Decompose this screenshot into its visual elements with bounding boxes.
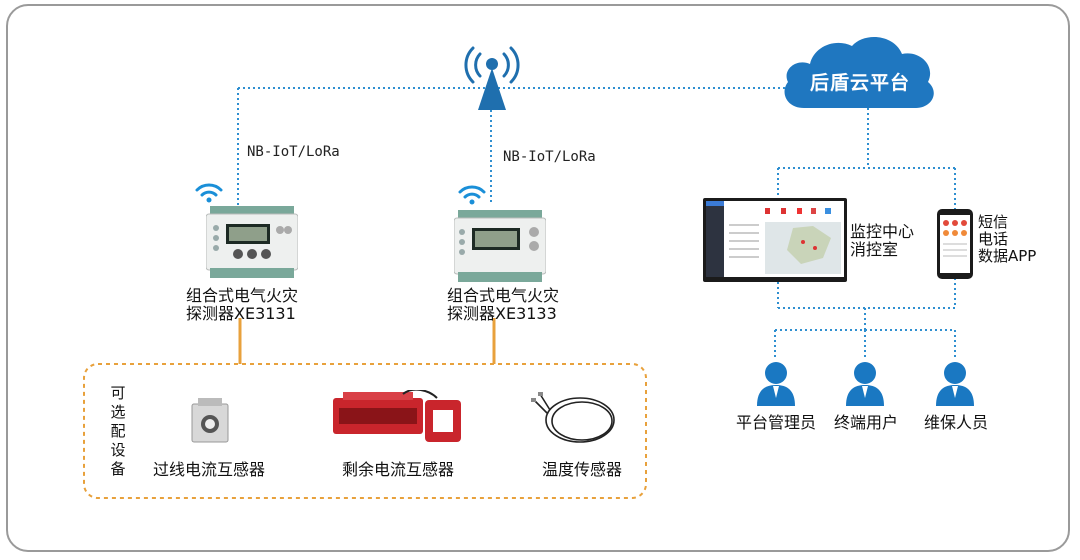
monitor-center-label: 监控中心 消控室	[850, 222, 915, 259]
through-line-ct-label: 过线电流互感器	[153, 460, 266, 479]
end-user-label: 终端用户	[833, 413, 898, 432]
antenna-tower-icon	[464, 46, 520, 110]
monitor-screen-icon	[703, 198, 847, 282]
maintenance-staff-label: 维保人员	[923, 413, 988, 432]
right-protocol-label: NB-IoT/LoRa	[503, 149, 596, 165]
person-icon	[757, 362, 795, 406]
person-icon	[936, 362, 974, 406]
left-protocol-label: NB-IoT/LoRa	[247, 144, 340, 160]
phone-app-icon	[937, 209, 973, 279]
cloud-icon	[784, 36, 934, 108]
temperature-sensor-icon	[531, 392, 615, 443]
device-1-name: 组合式电气火灾 探测器XE3131	[186, 286, 299, 323]
detector-device-icon	[206, 206, 298, 278]
device-2-name: 组合式电气火灾 探测器XE3133	[447, 286, 560, 323]
residual-current-ct-label: 剩余电流互感器	[342, 460, 455, 479]
cloud-platform-label: 后盾云平台	[809, 72, 910, 94]
wifi-icon	[195, 183, 223, 203]
detector-device-icon	[454, 210, 546, 282]
temperature-sensor-label: 温度传感器	[542, 460, 623, 479]
sms-phone-app-label: 短信 电话 数据APP	[978, 213, 1037, 265]
person-icon	[846, 362, 884, 406]
wifi-icon	[458, 185, 486, 205]
platform-admin-label: 平台管理员	[735, 413, 816, 432]
through-line-ct-icon	[191, 398, 229, 443]
optional-equipment-label: 可 选 配 设 备	[110, 384, 126, 478]
residual-current-ct-icon	[333, 390, 461, 442]
